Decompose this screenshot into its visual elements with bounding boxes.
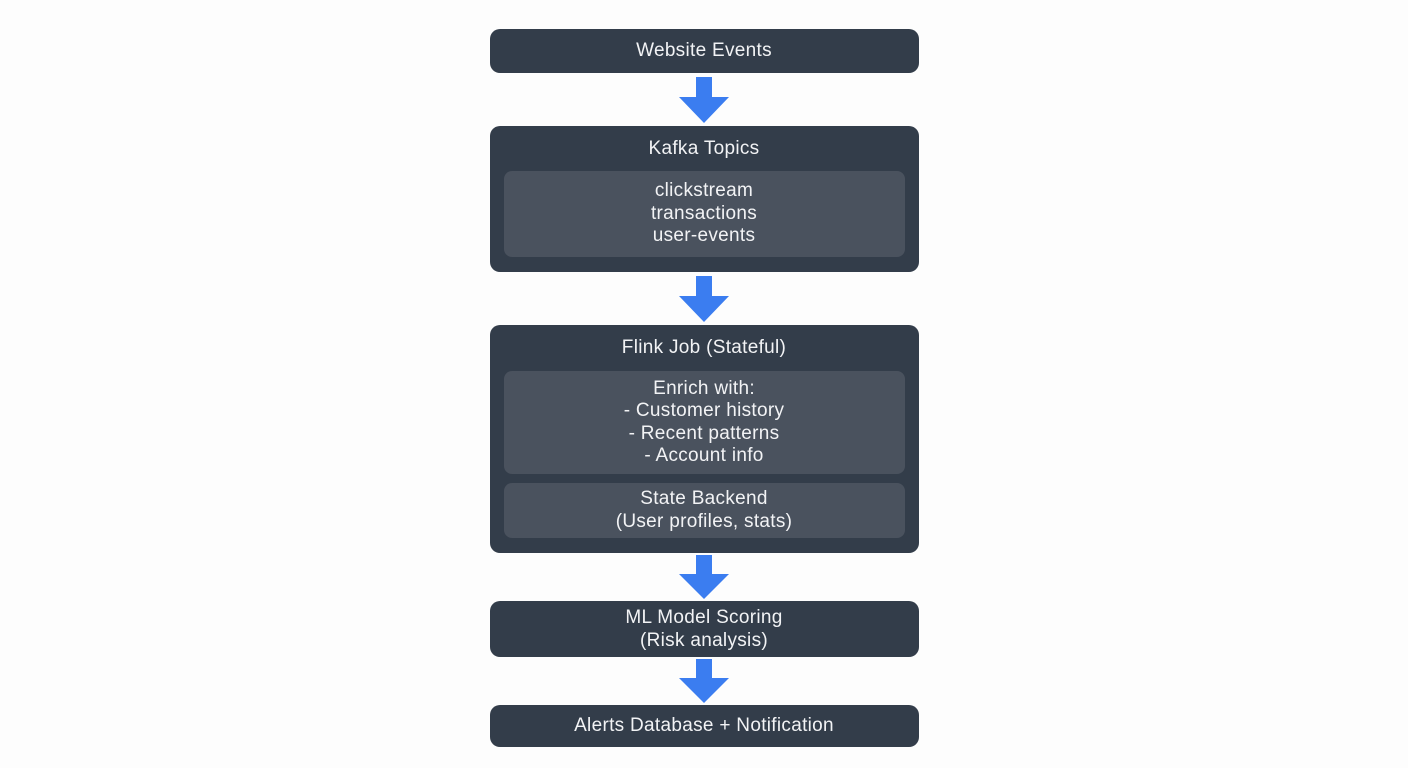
node-label: ML Model Scoring — [625, 607, 783, 628]
node-label: Alerts Database + Notification — [574, 715, 834, 736]
node-sublabel: (Risk analysis) — [639, 630, 769, 651]
enrich-line: - Account info — [644, 445, 764, 466]
edge-website-to-kafka — [490, 73, 919, 126]
topic-name: transactions — [650, 202, 758, 224]
edge-kafka-to-flink — [490, 272, 919, 325]
enrich-line: Enrich with: — [653, 377, 755, 399]
node-label: Website Events — [636, 40, 772, 61]
state-backend-line: (User profiles, stats) — [615, 510, 793, 532]
subnode-kafka-topic-list: clickstream transactions user-events — [503, 171, 905, 257]
node-alerts-database: Alerts Database + Notification — [489, 705, 919, 747]
node-website-events: Website Events — [489, 29, 919, 73]
edge-flink-to-ml — [490, 553, 919, 601]
arrow-down-icon — [679, 76, 729, 123]
flowchart: Website Events Kafka Topics clickstream … — [489, 0, 919, 747]
node-ml-model-scoring: ML Model Scoring (Risk analysis) — [489, 601, 919, 657]
node-title: Flink Job (Stateful) — [621, 337, 787, 358]
node-kafka-topics: Kafka Topics clickstream transactions us… — [489, 126, 919, 272]
subnode-enrich-with: Enrich with: - Customer history - Recent… — [503, 371, 905, 474]
arrow-down-icon — [679, 659, 729, 703]
subnode-state-backend: State Backend (User profiles, stats) — [503, 483, 905, 538]
topic-name: user-events — [652, 225, 756, 247]
enrich-line: - Recent patterns — [628, 422, 780, 444]
node-flink-job: Flink Job (Stateful) Enrich with: - Cust… — [489, 325, 919, 553]
state-backend-line: State Backend — [640, 488, 768, 509]
edge-ml-to-alerts — [490, 657, 919, 705]
topic-name: clickstream — [654, 180, 754, 202]
arrow-down-icon — [679, 555, 729, 599]
arrow-down-icon — [679, 275, 729, 322]
node-title: Kafka Topics — [648, 137, 760, 159]
enrich-line: - Customer history — [623, 400, 785, 421]
